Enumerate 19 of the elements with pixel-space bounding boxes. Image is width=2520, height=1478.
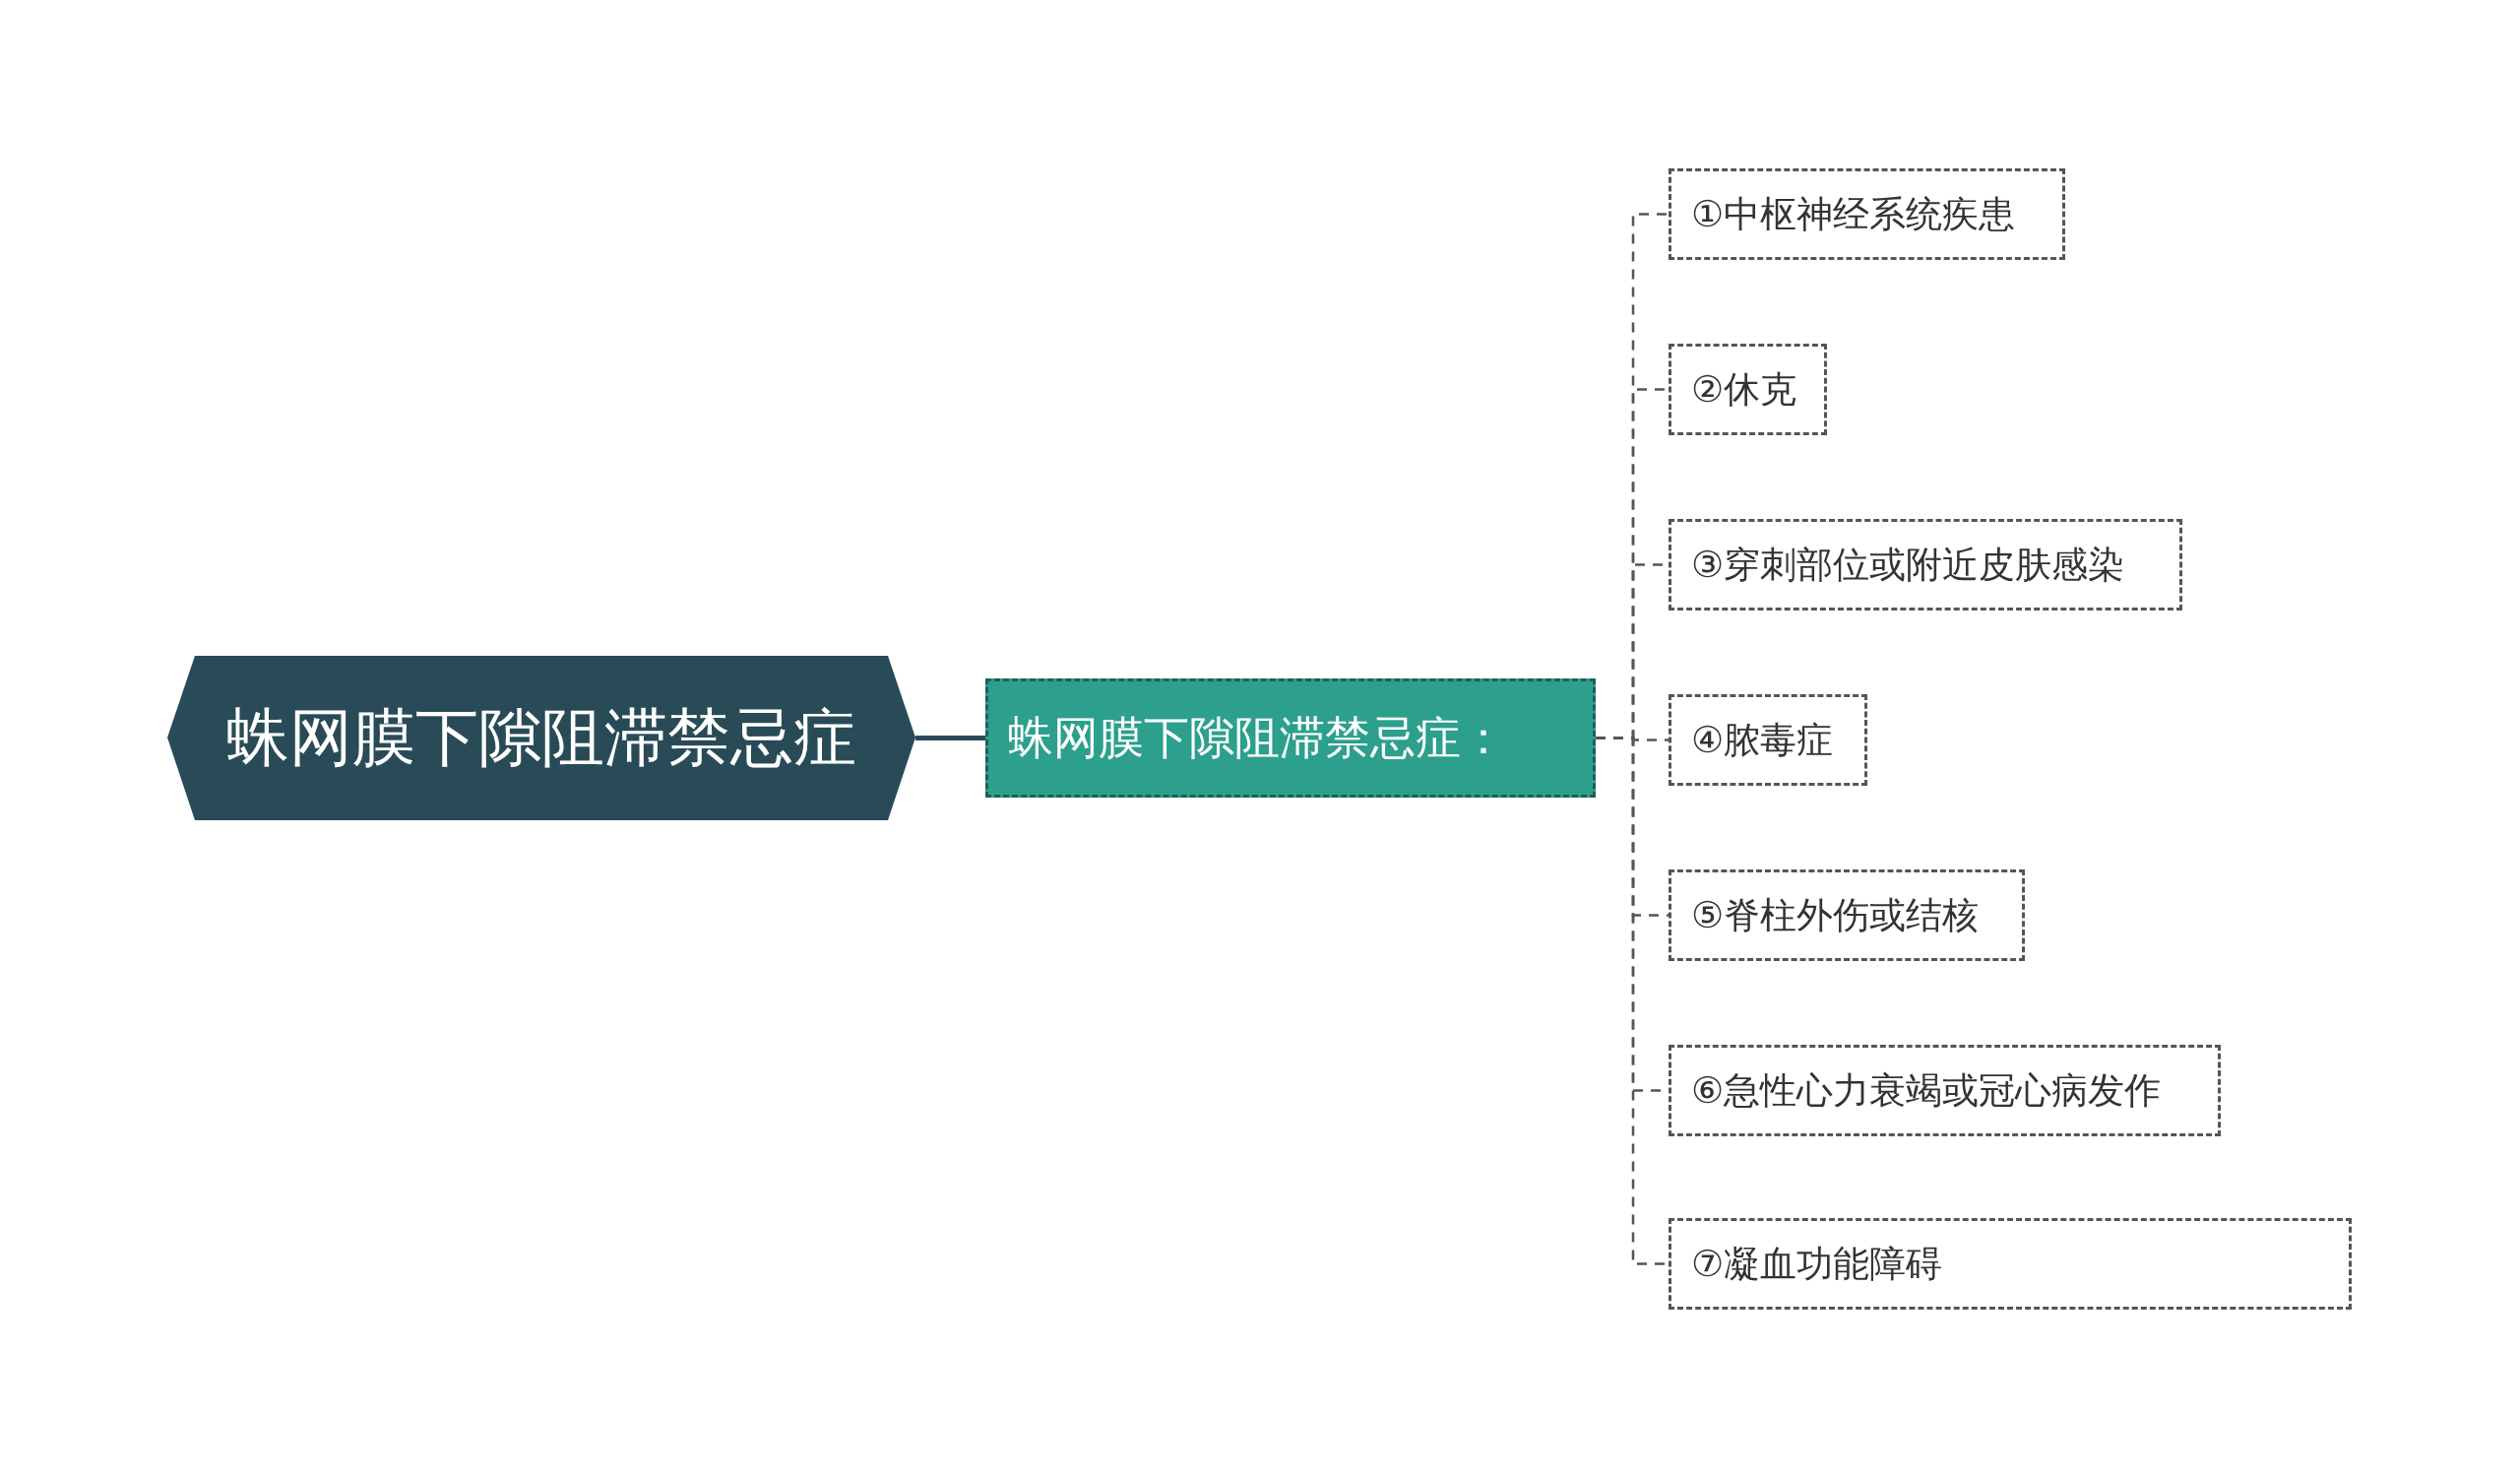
item-box <box>1669 694 1867 786</box>
item-box <box>1669 1045 2221 1136</box>
item-box <box>1669 519 2182 610</box>
item-box <box>1669 1218 2352 1310</box>
node-label: 蛛网膜下隙阻滞禁忌症： <box>1008 709 1506 766</box>
hexagon-node <box>167 656 915 820</box>
node-label: ①中枢神经系统疾患 <box>1691 191 2016 237</box>
node-label: ⑥急性心力衰竭或冠心病发作 <box>1691 1067 2162 1114</box>
item-box <box>1669 344 1827 435</box>
node-label: ④脓毒症 <box>1691 717 1834 763</box>
node-label: ⑦凝血功能障碍 <box>1691 1241 1943 1287</box>
node-label: ③穿刺部位或附近皮肤感染 <box>1691 542 2125 588</box>
node-label: ②休克 <box>1691 366 1797 413</box>
item-box <box>1669 168 2065 260</box>
item-box <box>1669 869 2025 961</box>
connector-line <box>915 736 985 740</box>
topic-box <box>985 678 1596 798</box>
node-label: ⑤脊柱外伤或结核 <box>1691 892 1980 938</box>
node-label: 蛛网膜下隙阻滞禁忌症 <box>226 700 856 776</box>
